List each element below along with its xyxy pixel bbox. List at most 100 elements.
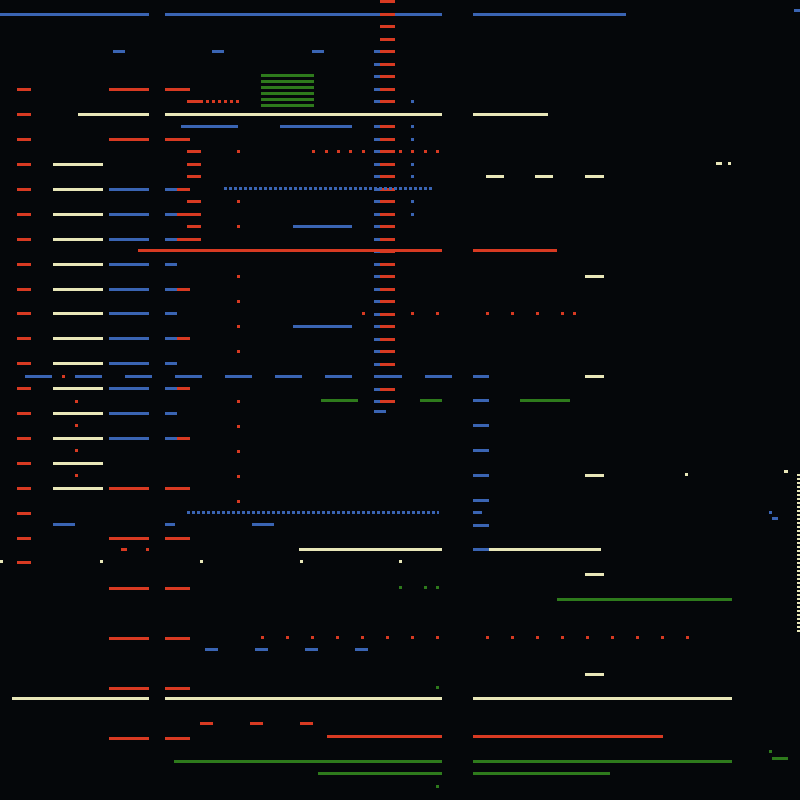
- cream-dot: [399, 560, 402, 563]
- green-bar: [420, 399, 442, 402]
- cream-long-bar: [299, 548, 442, 551]
- cream-bar: [53, 312, 103, 315]
- blue-column-tick: [374, 312, 380, 316]
- red-column-tick: [380, 150, 395, 153]
- red-column-tick: [380, 212, 395, 216]
- edge-dot: [797, 574, 800, 576]
- red-dot: [237, 400, 240, 403]
- blue-bar: [293, 225, 352, 228]
- edge-dot: [797, 618, 800, 620]
- cream-long-bar: [473, 697, 732, 700]
- red-bar-short: [177, 238, 190, 241]
- red-dot: [573, 312, 576, 315]
- edge-dot: [797, 514, 800, 516]
- left-red-tick: [17, 312, 31, 315]
- red-bar-short: [165, 637, 190, 640]
- red-dot: [399, 150, 402, 153]
- blue-bar: [280, 125, 352, 128]
- blue-bar-short: [165, 312, 177, 315]
- red-dot: [237, 500, 240, 503]
- red-column-tick: [380, 0, 395, 3]
- edge-dot: [797, 478, 800, 480]
- red-dot: [424, 150, 427, 153]
- red-dot: [411, 636, 414, 639]
- red-column-tick: [380, 75, 395, 78]
- cream-bar: [53, 288, 103, 291]
- cream-mark: [585, 573, 604, 576]
- blue-bar: [293, 325, 352, 328]
- red-dot: [261, 636, 264, 639]
- blue-dash: [473, 375, 489, 378]
- edge-dot: [797, 498, 800, 500]
- cream-dot: [685, 473, 688, 476]
- red-dot: [312, 150, 315, 153]
- red-dot: [75, 400, 78, 403]
- edge-dot: [797, 506, 800, 508]
- red-column-tick: [380, 300, 395, 303]
- red-dot: [486, 312, 489, 315]
- red-column-tick: [380, 87, 395, 91]
- blue-bar-short: [165, 337, 177, 340]
- left-red-tick: [17, 88, 31, 91]
- blue-bar-short: [165, 437, 177, 440]
- red-dot: [237, 425, 240, 428]
- red-column-tick: [380, 275, 395, 278]
- left-red-tick: [17, 188, 31, 191]
- red-dash: [250, 722, 263, 725]
- red-dotted: [200, 100, 240, 103]
- edge-dot: [797, 550, 800, 552]
- edge-dot: [797, 558, 800, 560]
- left-red-tick: [17, 163, 31, 166]
- left-red-tick: [17, 437, 31, 440]
- red-column-tick: [380, 25, 395, 28]
- blue-column-tick: [374, 325, 380, 328]
- edge-dot: [797, 538, 800, 540]
- red-bar-short: [165, 587, 190, 590]
- red-long-bar: [473, 735, 663, 738]
- red-dot: [121, 548, 127, 551]
- red-column-tick: [380, 50, 395, 53]
- red-column-tick: [380, 350, 395, 353]
- cream-bar: [53, 362, 103, 365]
- red-column-tick: [380, 175, 395, 178]
- red-dot: [237, 325, 240, 328]
- blue-bar: [109, 337, 149, 340]
- cream-dot: [100, 560, 103, 563]
- red-column-tick: [380, 262, 395, 266]
- red-column-tick: [380, 100, 395, 103]
- blue-dot: [411, 100, 414, 103]
- green-stripe: [261, 98, 314, 101]
- red-bar-short: [177, 288, 190, 291]
- red-column-tick: [380, 362, 395, 366]
- red-mini: [187, 200, 201, 203]
- green-long-bar: [473, 760, 732, 763]
- blue-bar: [109, 263, 149, 266]
- blue-bar-short: [165, 213, 177, 216]
- red-bar-short: [177, 387, 190, 390]
- blue-column-tick: [374, 400, 380, 403]
- left-red-tick: [17, 561, 31, 564]
- blue-tick: [473, 524, 489, 527]
- blue-dot: [769, 511, 772, 514]
- blue-column-tick: [374, 262, 380, 266]
- red-dash: [300, 722, 313, 725]
- green-long-bar: [174, 760, 442, 763]
- cream-mark: [585, 175, 604, 178]
- edge-dot: [797, 630, 800, 632]
- green-bar: [473, 772, 610, 775]
- blue-bar: [109, 362, 149, 365]
- left-red-tick: [17, 362, 31, 365]
- red-dot: [561, 636, 564, 639]
- red-bar: [109, 637, 149, 640]
- blue-bar-short: [165, 412, 177, 415]
- red-dot: [146, 548, 149, 551]
- red-dot: [586, 636, 589, 639]
- red-column-tick: [380, 387, 395, 391]
- left-red-tick: [17, 238, 31, 241]
- edge-dot: [797, 526, 800, 528]
- blue-dash: [212, 50, 224, 53]
- red-dot: [286, 636, 289, 639]
- cream-bar: [53, 487, 103, 490]
- red-dot: [436, 312, 439, 315]
- edge-dot: [797, 586, 800, 588]
